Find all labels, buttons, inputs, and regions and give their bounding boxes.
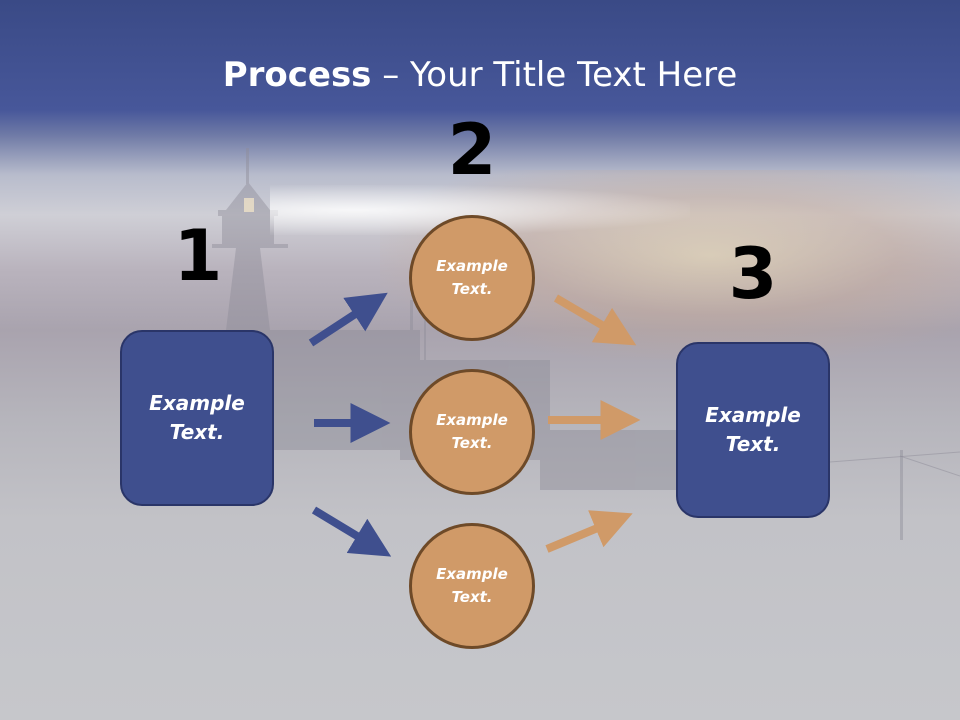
arrow-2a-to-3 [553,294,637,346]
step-2-text-top: Example Text. [436,257,508,298]
step-2-text-bottom: Example Text. [436,565,508,606]
step-1-text: Example Text. [149,391,245,444]
step-1-box: Example Text. [120,330,274,506]
arrow-2c-to-3 [545,510,633,553]
step-2-text-middle: Example Text. [436,411,508,452]
step-number-1: 1 [173,215,223,297]
step-3-text: Example Text. [705,403,801,456]
step-2-circle-middle: Example Text. [409,369,535,495]
step-number-2: 2 [447,109,497,191]
slide-title: Process – Your Title Text Here [0,52,960,98]
title-rest: – Your Title Text Here [371,55,738,95]
step-2-circle-top: Example Text. [409,215,535,341]
arrow-1-to-2c [311,506,392,557]
step-3-box: Example Text. [676,342,830,518]
step-2-circle-bottom: Example Text. [409,523,535,649]
title-bold: Process [222,55,372,95]
step-number-3: 3 [728,233,778,315]
arrow-1-to-2a [308,292,388,347]
